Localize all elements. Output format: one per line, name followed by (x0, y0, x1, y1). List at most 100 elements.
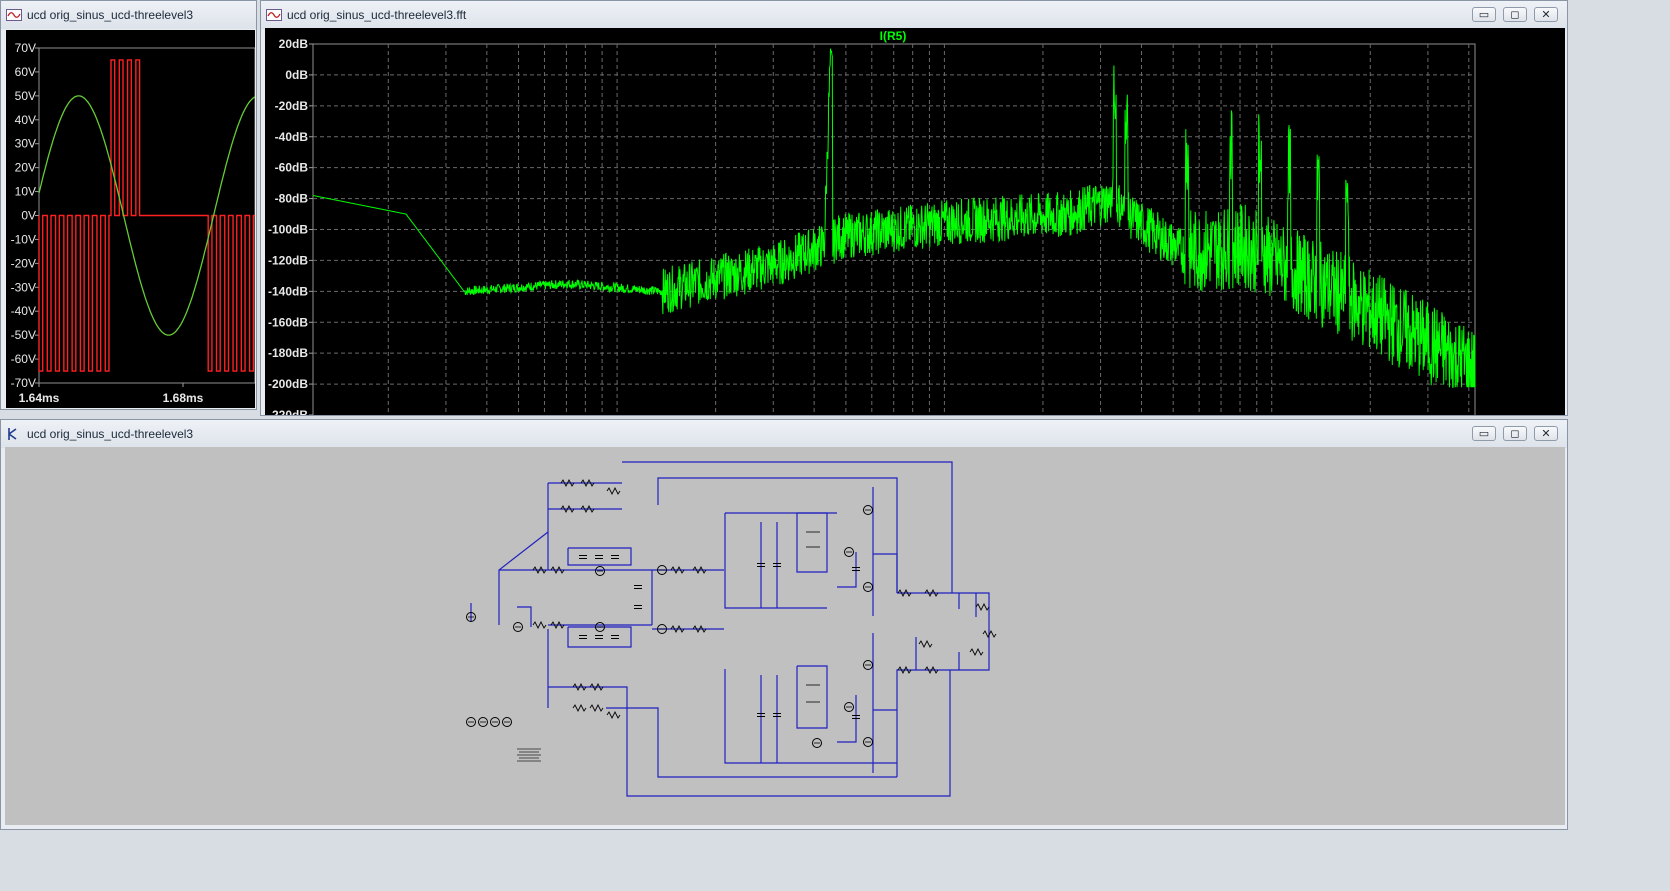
wire (837, 552, 857, 588)
close-button[interactable]: ✕ (1534, 7, 1558, 22)
y-tick-label: 70V (15, 41, 36, 55)
resistor-symbol (560, 504, 575, 514)
component-symbol (812, 738, 822, 748)
y-tick-label: -60dB (275, 161, 309, 175)
resistor-symbol (532, 565, 547, 575)
component-symbol (863, 505, 873, 515)
wire (567, 547, 632, 566)
y-tick-label: 60V (15, 65, 36, 79)
resistor-symbol (580, 478, 595, 488)
y-tick-label: -80dB (275, 192, 309, 206)
resistor-symbol (982, 629, 997, 639)
resistor-symbol (670, 565, 685, 575)
fft-window-title: ucd orig_sinus_ucd-threelevel3.fft (287, 8, 467, 22)
component-symbol (513, 622, 523, 632)
y-tick-label: -200dB (268, 377, 308, 391)
resistor-symbol (589, 703, 604, 713)
resistor-symbol (550, 565, 565, 575)
wire (796, 512, 828, 573)
wire (606, 707, 897, 778)
component-symbol (863, 737, 873, 747)
wire (724, 669, 897, 764)
component-symbol (844, 702, 854, 712)
maximize-button[interactable]: ◻ (1503, 7, 1527, 22)
circuit-drawing[interactable] (5, 447, 1565, 825)
wire (796, 665, 828, 729)
resistor-symbol (924, 665, 939, 675)
transient-titlebar[interactable]: ucd orig_sinus_ucd-threelevel3 (1, 1, 256, 29)
y-tick-label: -20V (11, 256, 36, 270)
resistor-symbol (572, 703, 587, 713)
component-symbol (478, 717, 488, 727)
fft-trace (312, 48, 1476, 388)
resistor-symbol (924, 588, 939, 598)
y-tick-label: -20dB (275, 99, 309, 113)
component-symbol (595, 622, 605, 632)
y-tick-label: -10V (11, 232, 36, 246)
y-tick-label: -180dB (268, 346, 308, 360)
resistor-symbol (589, 682, 604, 692)
trace-label: I(R5) (880, 29, 907, 43)
component-symbol (657, 565, 667, 575)
fft-plot-window[interactable]: ucd orig_sinus_ucd-threelevel3.fft ▭ ◻ ✕… (260, 0, 1568, 416)
resistor-symbol (692, 624, 707, 634)
schematic-canvas[interactable] (5, 447, 1565, 825)
resistor-symbol (606, 486, 621, 496)
close-button[interactable]: ✕ (1534, 426, 1558, 441)
schematic-titlebar[interactable]: ucd orig_sinus_ucd-threelevel3 ▭ ◻ ✕ (1, 420, 1567, 448)
resistor-symbol (670, 624, 685, 634)
component-symbol (466, 717, 476, 727)
resistor-symbol (897, 588, 912, 598)
resistor-symbol (975, 602, 990, 612)
fft-titlebar[interactable]: ucd orig_sinus_ucd-threelevel3.fft ▭ ◻ ✕ (261, 1, 1567, 29)
wire (548, 670, 951, 797)
y-tick-label: -40dB (275, 130, 309, 144)
y-tick-label: 50V (15, 89, 36, 103)
component-symbol (595, 566, 605, 576)
y-tick-label: 0dB (285, 68, 308, 82)
close-icon: ✕ (1541, 8, 1551, 21)
minimize-icon: ▭ (1478, 427, 1490, 440)
transient-window-title: ucd orig_sinus_ucd-threelevel3 (27, 8, 194, 22)
component-symbol (466, 612, 476, 622)
y-tick-label: 0V (21, 209, 36, 223)
minimize-button[interactable]: ▭ (1472, 426, 1496, 441)
component-symbol (863, 582, 873, 592)
resistor-symbol (550, 620, 565, 630)
transient-chart[interactable]: 70V60V50V40V30V20V10V0V-10V-20V-30V-40V-… (6, 30, 255, 408)
wire (622, 461, 953, 593)
resistor-symbol (532, 620, 547, 630)
resistor-symbol (897, 665, 912, 675)
y-tick-label: -50V (11, 328, 36, 342)
wire (498, 531, 549, 625)
wire (567, 626, 632, 648)
resistor-symbol (969, 647, 984, 657)
y-tick-label: -160dB (268, 315, 308, 329)
x-tick-label: 1.64ms (19, 391, 60, 405)
y-tick-label: 40V (15, 113, 36, 127)
y-tick-label: 30V (15, 137, 36, 151)
maximize-button[interactable]: ◻ (1503, 426, 1527, 441)
waveform-app-icon (6, 9, 22, 21)
wire (657, 477, 898, 593)
minimize-button[interactable]: ▭ (1472, 7, 1496, 22)
component-symbol (863, 660, 873, 670)
resistor-symbol (560, 478, 575, 488)
y-tick-label: 10V (15, 185, 36, 199)
bottom-status-strip (0, 832, 1670, 891)
y-tick-label: -60V (11, 352, 36, 366)
transient-plot-window[interactable]: ucd orig_sinus_ucd-threelevel3 70V 60V 50V… (0, 0, 257, 410)
minimize-icon: ▭ (1478, 8, 1490, 21)
sine-trace (38, 95, 255, 336)
y-tick-label: -70V (11, 376, 36, 390)
component-symbol (502, 717, 512, 727)
maximize-icon: ◻ (1510, 427, 1520, 440)
x-tick-label: 1.68ms (163, 391, 204, 405)
wire (724, 513, 827, 609)
schematic-app-icon (8, 428, 17, 440)
schematic-window[interactable]: ucd orig_sinus_ucd-threelevel3 ▭ ◻ ✕ (0, 419, 1568, 830)
resistor-symbol (606, 710, 621, 720)
fft-chart[interactable]: 20dB0dB-20dB-40dB-60dB-80dB-100dB-120dB-… (265, 28, 1565, 415)
